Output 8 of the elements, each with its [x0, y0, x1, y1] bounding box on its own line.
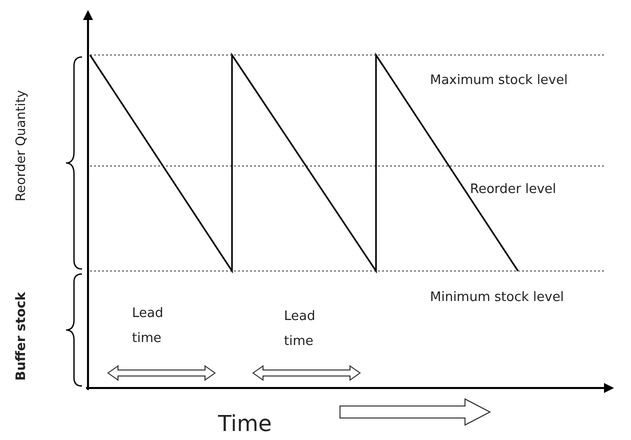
axis-label: Buffer stock: [14, 292, 30, 381]
duration-label: Lead time: [284, 308, 316, 351]
axis-title: Time: [218, 412, 272, 438]
level-label: Maximum stock level: [430, 73, 568, 89]
level-label: Minimum stock level: [430, 290, 564, 306]
level-label: Reorder level: [470, 182, 556, 198]
duration-label: Lead time: [132, 305, 164, 348]
axis-label: Reorder Quantity: [14, 90, 30, 202]
